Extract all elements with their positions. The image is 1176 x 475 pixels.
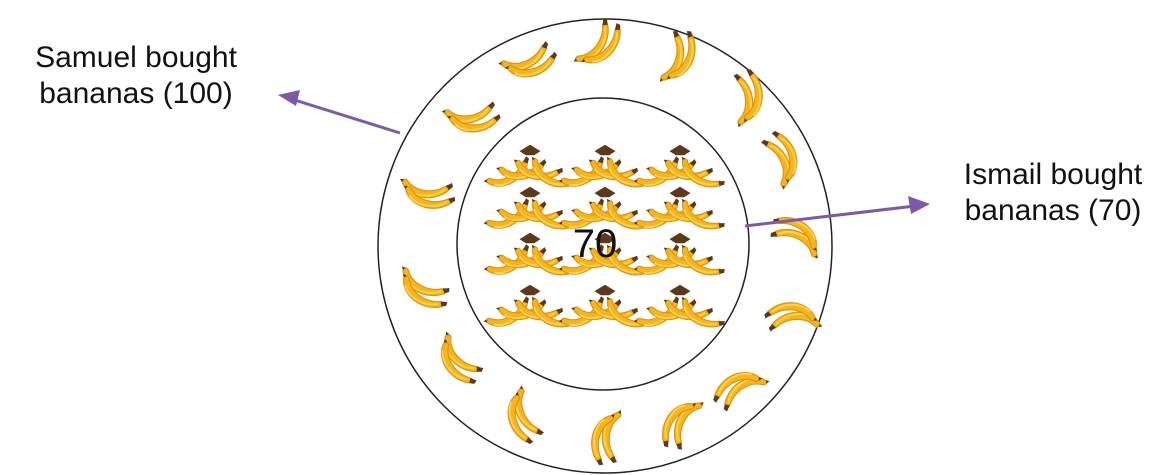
samuel-arrow-head [278, 90, 300, 106]
banana-icon [493, 385, 549, 450]
samuel-label-line1: Samuel bought [0, 40, 272, 76]
intersection-value: 70 [560, 222, 630, 266]
samuel-label-line2: bananas (100) [0, 76, 272, 112]
banana-icon [761, 294, 822, 336]
banana-icon [660, 26, 702, 87]
banana-bunch-icon [634, 285, 728, 336]
banana-icon [574, 13, 630, 78]
banana-icon [391, 266, 455, 316]
banana-icon [400, 179, 456, 212]
samuel-arrow [285, 97, 400, 133]
ismail-arrow [745, 206, 915, 226]
banana-icon [705, 356, 769, 417]
ismail-label-line2: bananas (70) [930, 193, 1176, 229]
banana-bunch-icon [634, 187, 728, 238]
samuel-label: Samuel bought bananas (100) [0, 40, 272, 112]
banana-bunch-icon [634, 233, 728, 284]
banana-icon [498, 36, 563, 92]
banana-icon [442, 96, 505, 142]
banana-icon [425, 332, 489, 393]
banana-icon [654, 391, 704, 455]
ismail-label-line1: Ismail bought [930, 157, 1176, 193]
ismail-arrow-head [908, 196, 930, 214]
banana-bunch-icon [559, 285, 653, 336]
banana-bunch-icon [484, 285, 578, 336]
banana-icon [588, 410, 621, 466]
ismail-label: Ismail bought bananas (70) [930, 157, 1176, 229]
banana-icon [729, 66, 771, 127]
